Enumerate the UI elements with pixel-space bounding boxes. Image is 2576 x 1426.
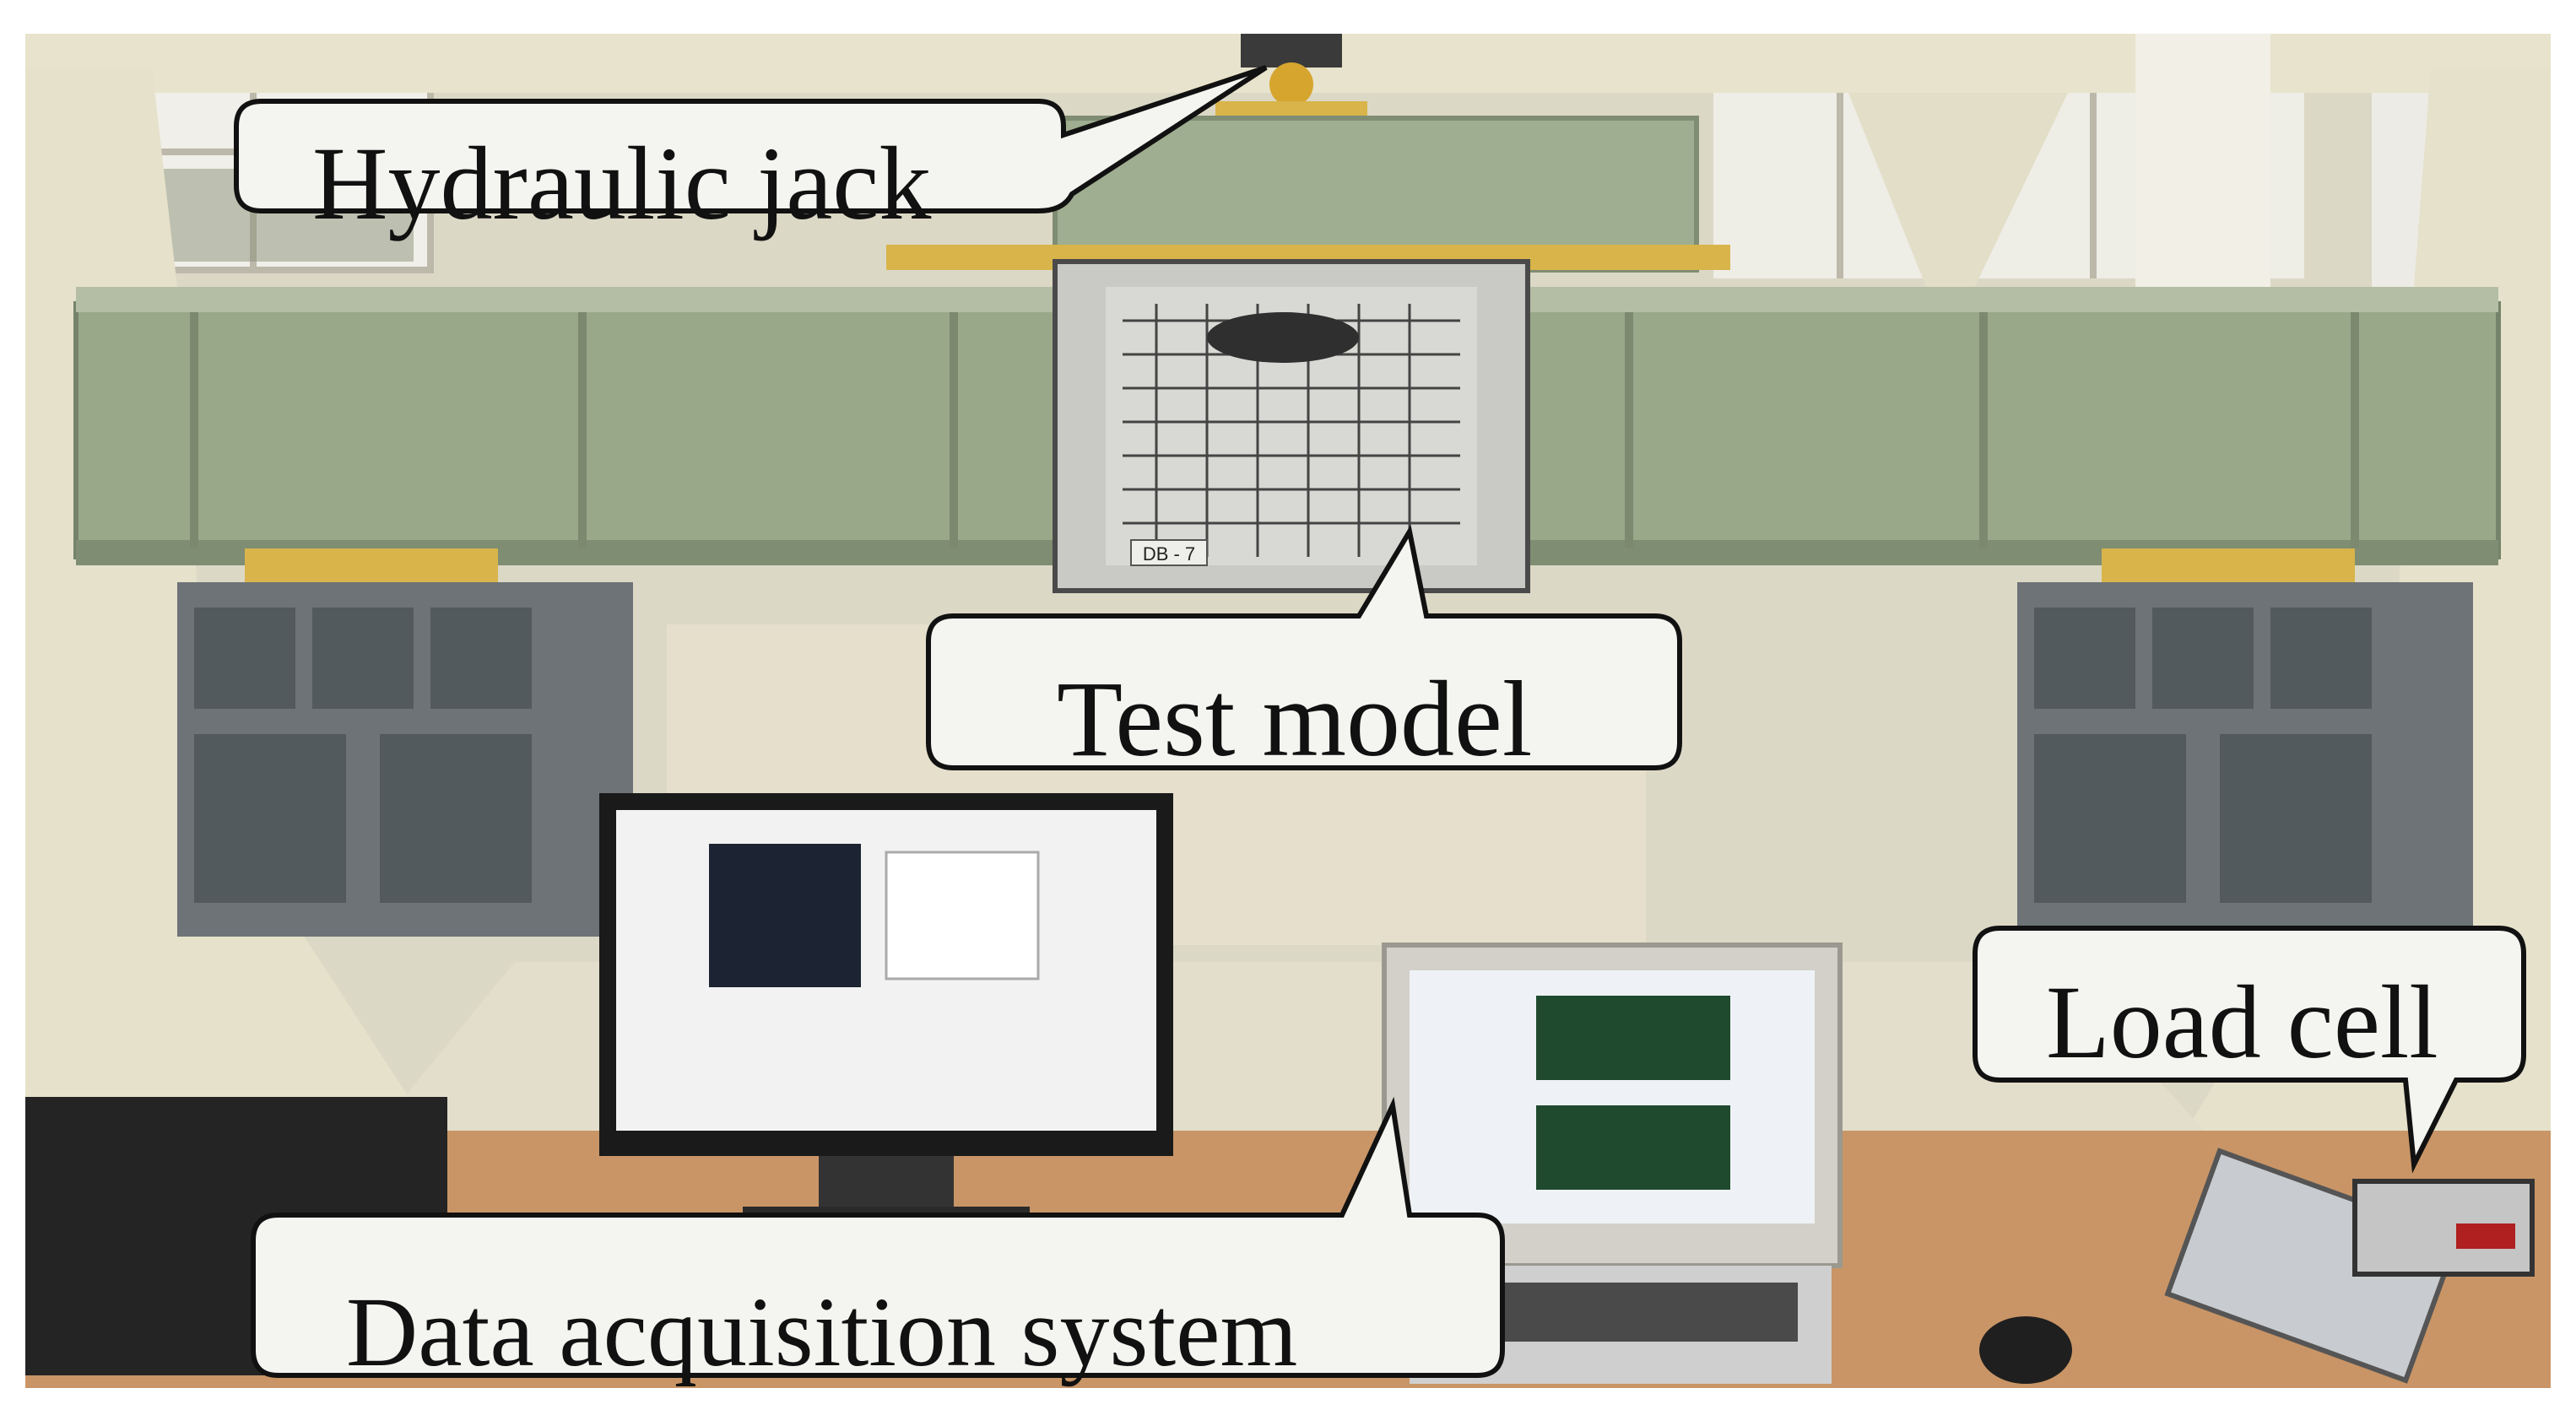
callout-label-test-model: Test model bbox=[1057, 659, 1533, 779]
data-acquisition-unit bbox=[1382, 943, 1843, 1384]
callout-data-acquisition bbox=[251, 1096, 1505, 1378]
callout-load-cell bbox=[1973, 926, 2526, 1174]
test-model-specimen: DB - 7 bbox=[1053, 259, 1530, 593]
specimen-tag: DB - 7 bbox=[1143, 543, 1195, 564]
test-setup-scene: DB - 7 bbox=[25, 34, 2551, 1388]
callout-label-data-acquisition: Data acquisition system bbox=[346, 1277, 1298, 1387]
callout-label-load-cell: Load cell bbox=[2046, 964, 2438, 1080]
callout-label-hydraulic-jack: Hydraulic jack bbox=[312, 126, 932, 241]
callout-test-model bbox=[926, 524, 1682, 770]
callout-hydraulic-jack bbox=[234, 65, 1268, 213]
monitor bbox=[599, 793, 1173, 1232]
mouse bbox=[1979, 1316, 2072, 1384]
support-left bbox=[177, 582, 633, 937]
support-right bbox=[2017, 582, 2473, 937]
hydraulic-jack bbox=[1215, 34, 1367, 120]
test-setup-photo: DB - 7 bbox=[25, 34, 2551, 1388]
load-cell-indicator bbox=[2352, 1179, 2535, 1277]
